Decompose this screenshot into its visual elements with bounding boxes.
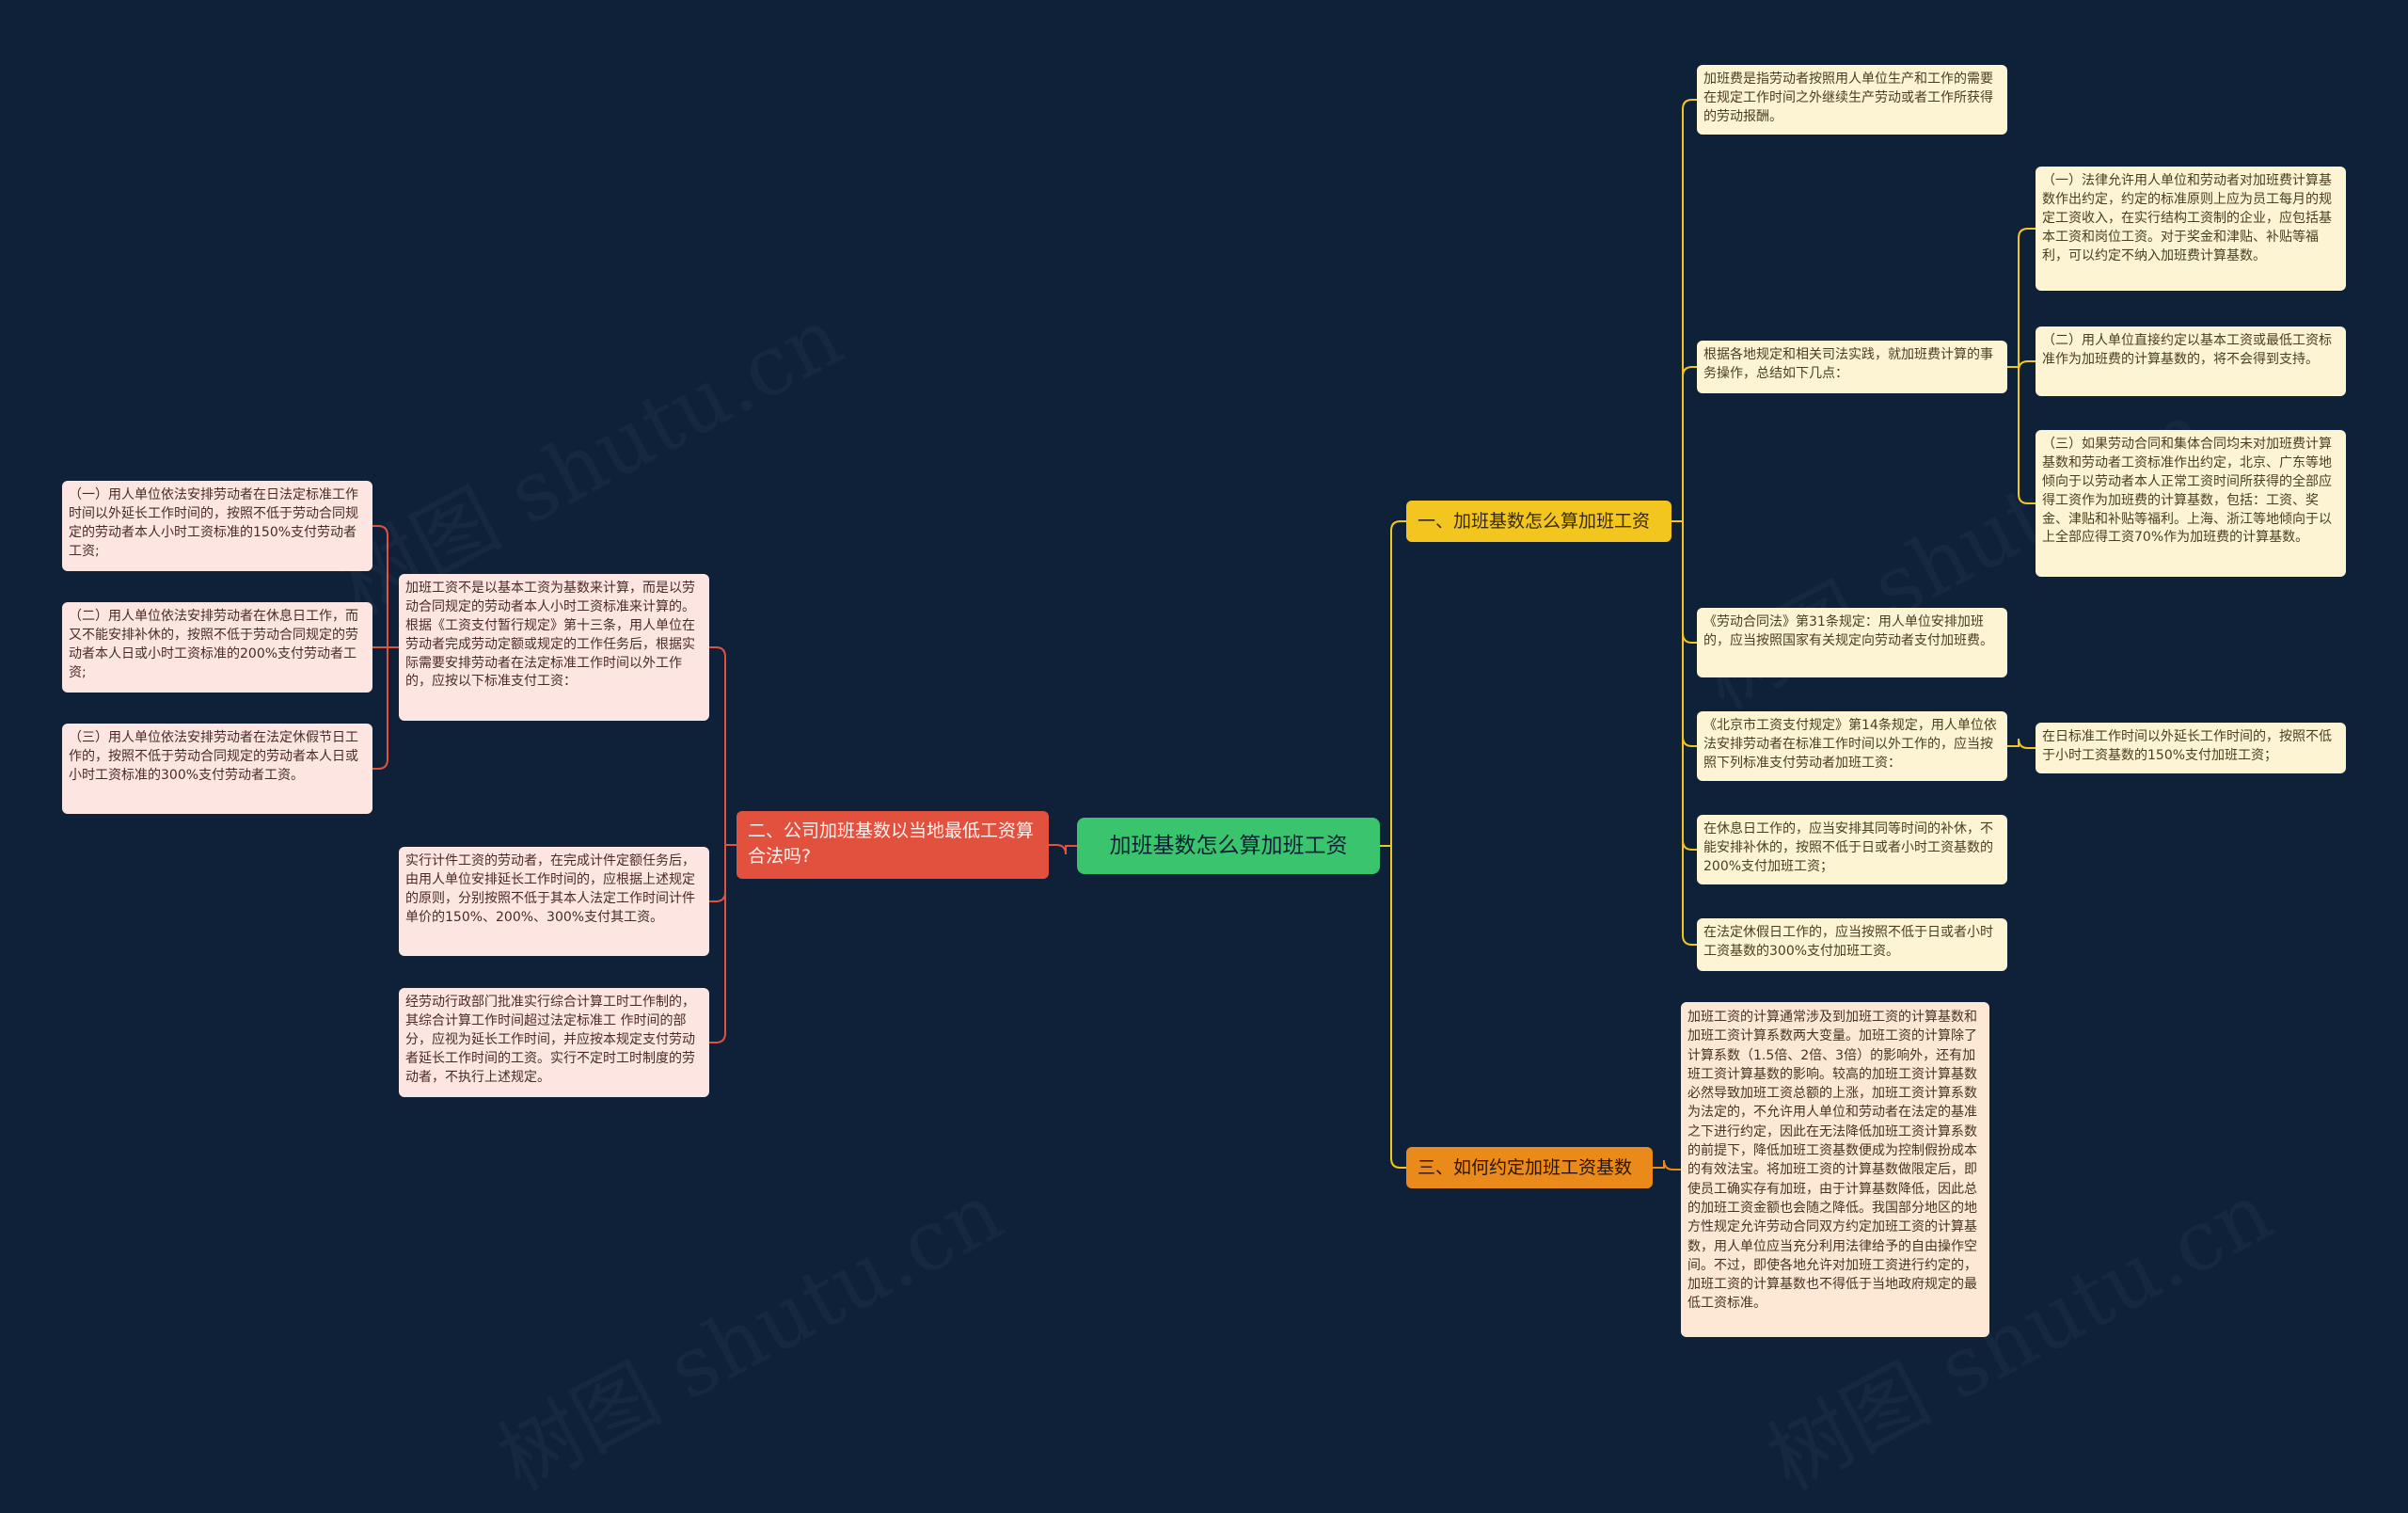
- connector-lines: [372, 99, 2036, 1171]
- root-connector-1: [1380, 845, 1406, 1169]
- beijing-connector-0: [2007, 738, 2036, 749]
- branch-1-item-practice[interactable]: 根据各地规定和相关司法实践，就加班费计算的事务操作，总结如下几点：: [1697, 341, 2007, 393]
- practice-sub-item-1[interactable]: （一）法律允许用人单位和劳动者对加班费计算基数作出约定，约定的标准原则上应为员工…: [2036, 167, 2346, 291]
- branch-3-connector-0: [1653, 1159, 1681, 1171]
- practice-sub-item-3[interactable]: （三）如果劳动合同和集体合同均未对加班费计算基数和劳动者工资标准作出约定，北京、…: [2036, 430, 2346, 577]
- branch-1-connector-1: [1671, 366, 1697, 522]
- branch-2-sub-item-2[interactable]: （二）用人单位依法安排劳动者在休息日工作，而又不能安排补休的，按照不低于劳动合同…: [62, 602, 372, 693]
- branch-1-item-labor-law[interactable]: 《劳动合同法》第31条规定：用人单位安排加班的，应当按照国家有关规定向劳动者支付…: [1697, 608, 2007, 677]
- branch-1-connector-2: [1671, 520, 1697, 644]
- beijing-sub-item-1[interactable]: 在日标准工作时间以外延长工作时间的，按照不低于小时工资基数的150%支付加班工资…: [2036, 723, 2346, 773]
- branch-1-connector-3: [1671, 520, 1697, 747]
- branch-1-connector-5: [1671, 520, 1697, 946]
- branch-2-item-comprehensive[interactable]: 经劳动行政部门批准实行综合计算工时工作制的，其综合计算工作时间超过法定标准工 作…: [399, 988, 709, 1097]
- branch-1-connector-0: [1671, 99, 1697, 522]
- branch-1-connector-4: [1671, 520, 1697, 851]
- branch-1-item-beijing[interactable]: 《北京市工资支付规定》第14条规定，用人单位依法安排劳动者在标准工作时间以外工作…: [1697, 711, 2007, 781]
- branch-2-connector-0: [709, 646, 737, 846]
- mindmap-canvas: 树图 shutu.cn 树图 shutu.cn 树图 shutu.cn 树图 s…: [62, 65, 2346, 1337]
- practice-connector-0: [2007, 228, 2036, 368]
- branch-2-item-piecework[interactable]: 实行计件工资的劳动者，在完成计件定额任务后，由用人单位安排延长工作时间的，应根据…: [399, 847, 709, 956]
- branch-1-item-rest-day[interactable]: 在休息日工作的，应当安排其同等时间的补休，不能安排补休的，按照不低于日或者小时工…: [1697, 815, 2007, 884]
- branch-3-item-agreement[interactable]: 加班工资的计算通常涉及到加班工资的计算基数和加班工资计算系数两大变量。加班工资的…: [1681, 1002, 1989, 1337]
- branch-2-connector-2: [709, 844, 737, 1043]
- branch-2-topic[interactable]: 二、公司加班基数以当地最低工资算合法吗?: [737, 811, 1049, 879]
- branch-1-item-holiday[interactable]: 在法定休假日工作的，应当按照不低于日或者小时工资基数的300%支付加班工资。: [1697, 918, 2007, 971]
- branch-1-topic[interactable]: 一、加班基数怎么算加班工资: [1406, 501, 1671, 542]
- practice-connector-2: [2007, 366, 2036, 504]
- branch-2-sub-item-1[interactable]: （一）用人单位依法安排劳动者在日法定标准工作时间以外延长工作时间的，按照不低于劳…: [62, 481, 372, 571]
- branch-2-sub-connector-0: [372, 525, 399, 648]
- branch-1-item-definition[interactable]: 加班费是指劳动者按照用人单位生产和工作的需要在规定工作时间之外继续生产劳动或者工…: [1697, 65, 2007, 135]
- branch-2-connector-1: [709, 844, 737, 902]
- practice-sub-item-2[interactable]: （二）用人单位直接约定以基本工资或最低工资标准作为加班费的计算基数的，将不会得到…: [2036, 326, 2346, 396]
- branch-3-topic[interactable]: 三、如何约定加班工资基数: [1406, 1147, 1653, 1188]
- root-topic[interactable]: 加班基数怎么算加班工资: [1077, 818, 1380, 874]
- root-left-connector-0: [1049, 844, 1077, 855]
- branch-2-item-overtime-basis[interactable]: 加班工资不是以基本工资为基数来计算，而是以劳动合同规定的劳动者本人小时工资标准来…: [399, 574, 709, 721]
- root-connector-0: [1380, 520, 1406, 847]
- branch-2-sub-item-3[interactable]: （三）用人单位依法安排劳动者在法定休假节日工作的，按照不低于劳动合同规定的劳动者…: [62, 724, 372, 814]
- branch-2-sub-connector-2: [372, 646, 399, 770]
